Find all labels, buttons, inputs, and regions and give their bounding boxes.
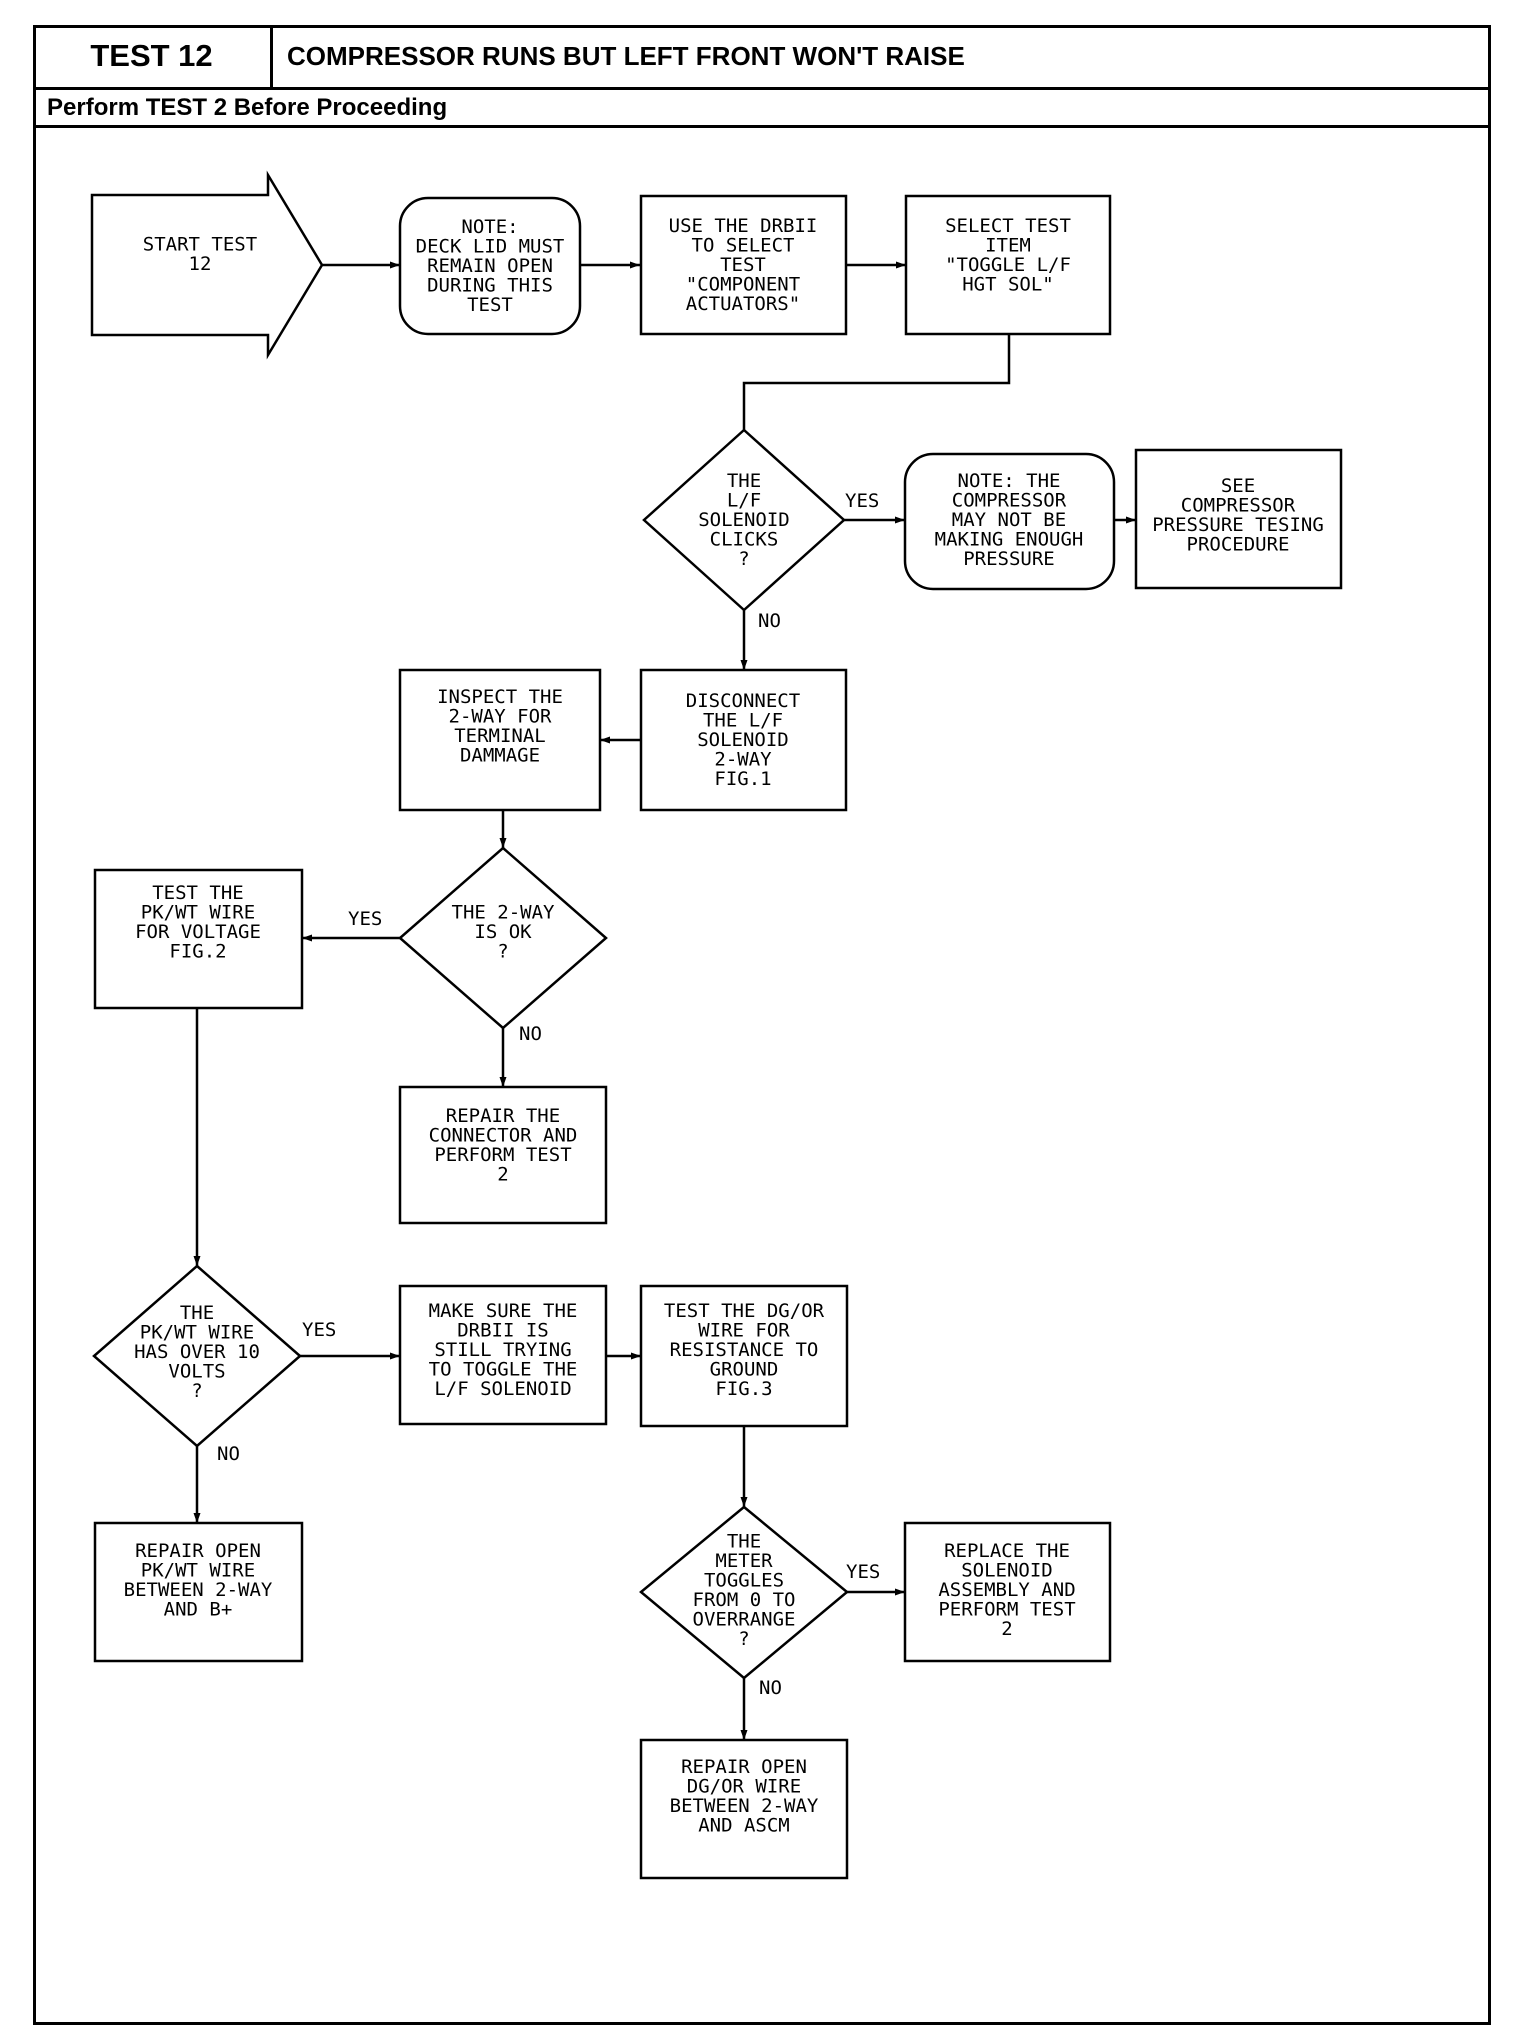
yes-label: YES	[348, 908, 382, 930]
note-compressor-shape	[903, 452, 1116, 591]
use-drbii-shape	[639, 194, 848, 336]
no-label: NO	[217, 1443, 240, 1465]
repair-connector-shape	[398, 1085, 608, 1225]
shapes	[90, 170, 1343, 1880]
select-item-shape	[904, 194, 1112, 336]
repair-dgor-shape	[639, 1738, 849, 1880]
disconnect-shape	[639, 668, 848, 812]
yes-label: YES	[846, 1561, 880, 1583]
no-label: NO	[519, 1023, 542, 1045]
start-arrow-shape	[90, 170, 324, 360]
note-deck-shape	[398, 196, 582, 336]
test-number: TEST 12	[33, 25, 273, 90]
make-sure-shape	[398, 1284, 608, 1426]
arrow-select-to-clicks	[740, 335, 1011, 450]
volts-decision-shape	[92, 1264, 302, 1448]
page-frame	[33, 25, 1491, 2025]
yes-label: YES	[302, 1319, 336, 1341]
see-procedure-shape	[1134, 448, 1343, 590]
page-title: COMPRESSOR RUNS BUT LEFT FRONT WON'T RAI…	[273, 25, 1491, 90]
2way-decision-shape	[398, 846, 608, 1030]
replace-solenoid-shape	[903, 1521, 1112, 1663]
no-label: NO	[758, 610, 781, 632]
yes-label: YES	[845, 490, 879, 512]
connectors	[193, 261, 1136, 1740]
clicks-decision-shape	[642, 428, 846, 612]
no-label: NO	[759, 1677, 782, 1699]
inspect-shape	[398, 668, 602, 812]
meter-decision-shape	[639, 1505, 849, 1680]
prerequisite-note: Perform TEST 2 Before Proceeding	[33, 90, 1491, 128]
test-dgor-shape	[639, 1284, 849, 1428]
branch-labels: YES NO YES NO YES NO YES NO	[217, 490, 880, 1699]
repair-pkwt-shape	[93, 1521, 304, 1663]
test-pkwt-shape	[93, 868, 304, 1010]
